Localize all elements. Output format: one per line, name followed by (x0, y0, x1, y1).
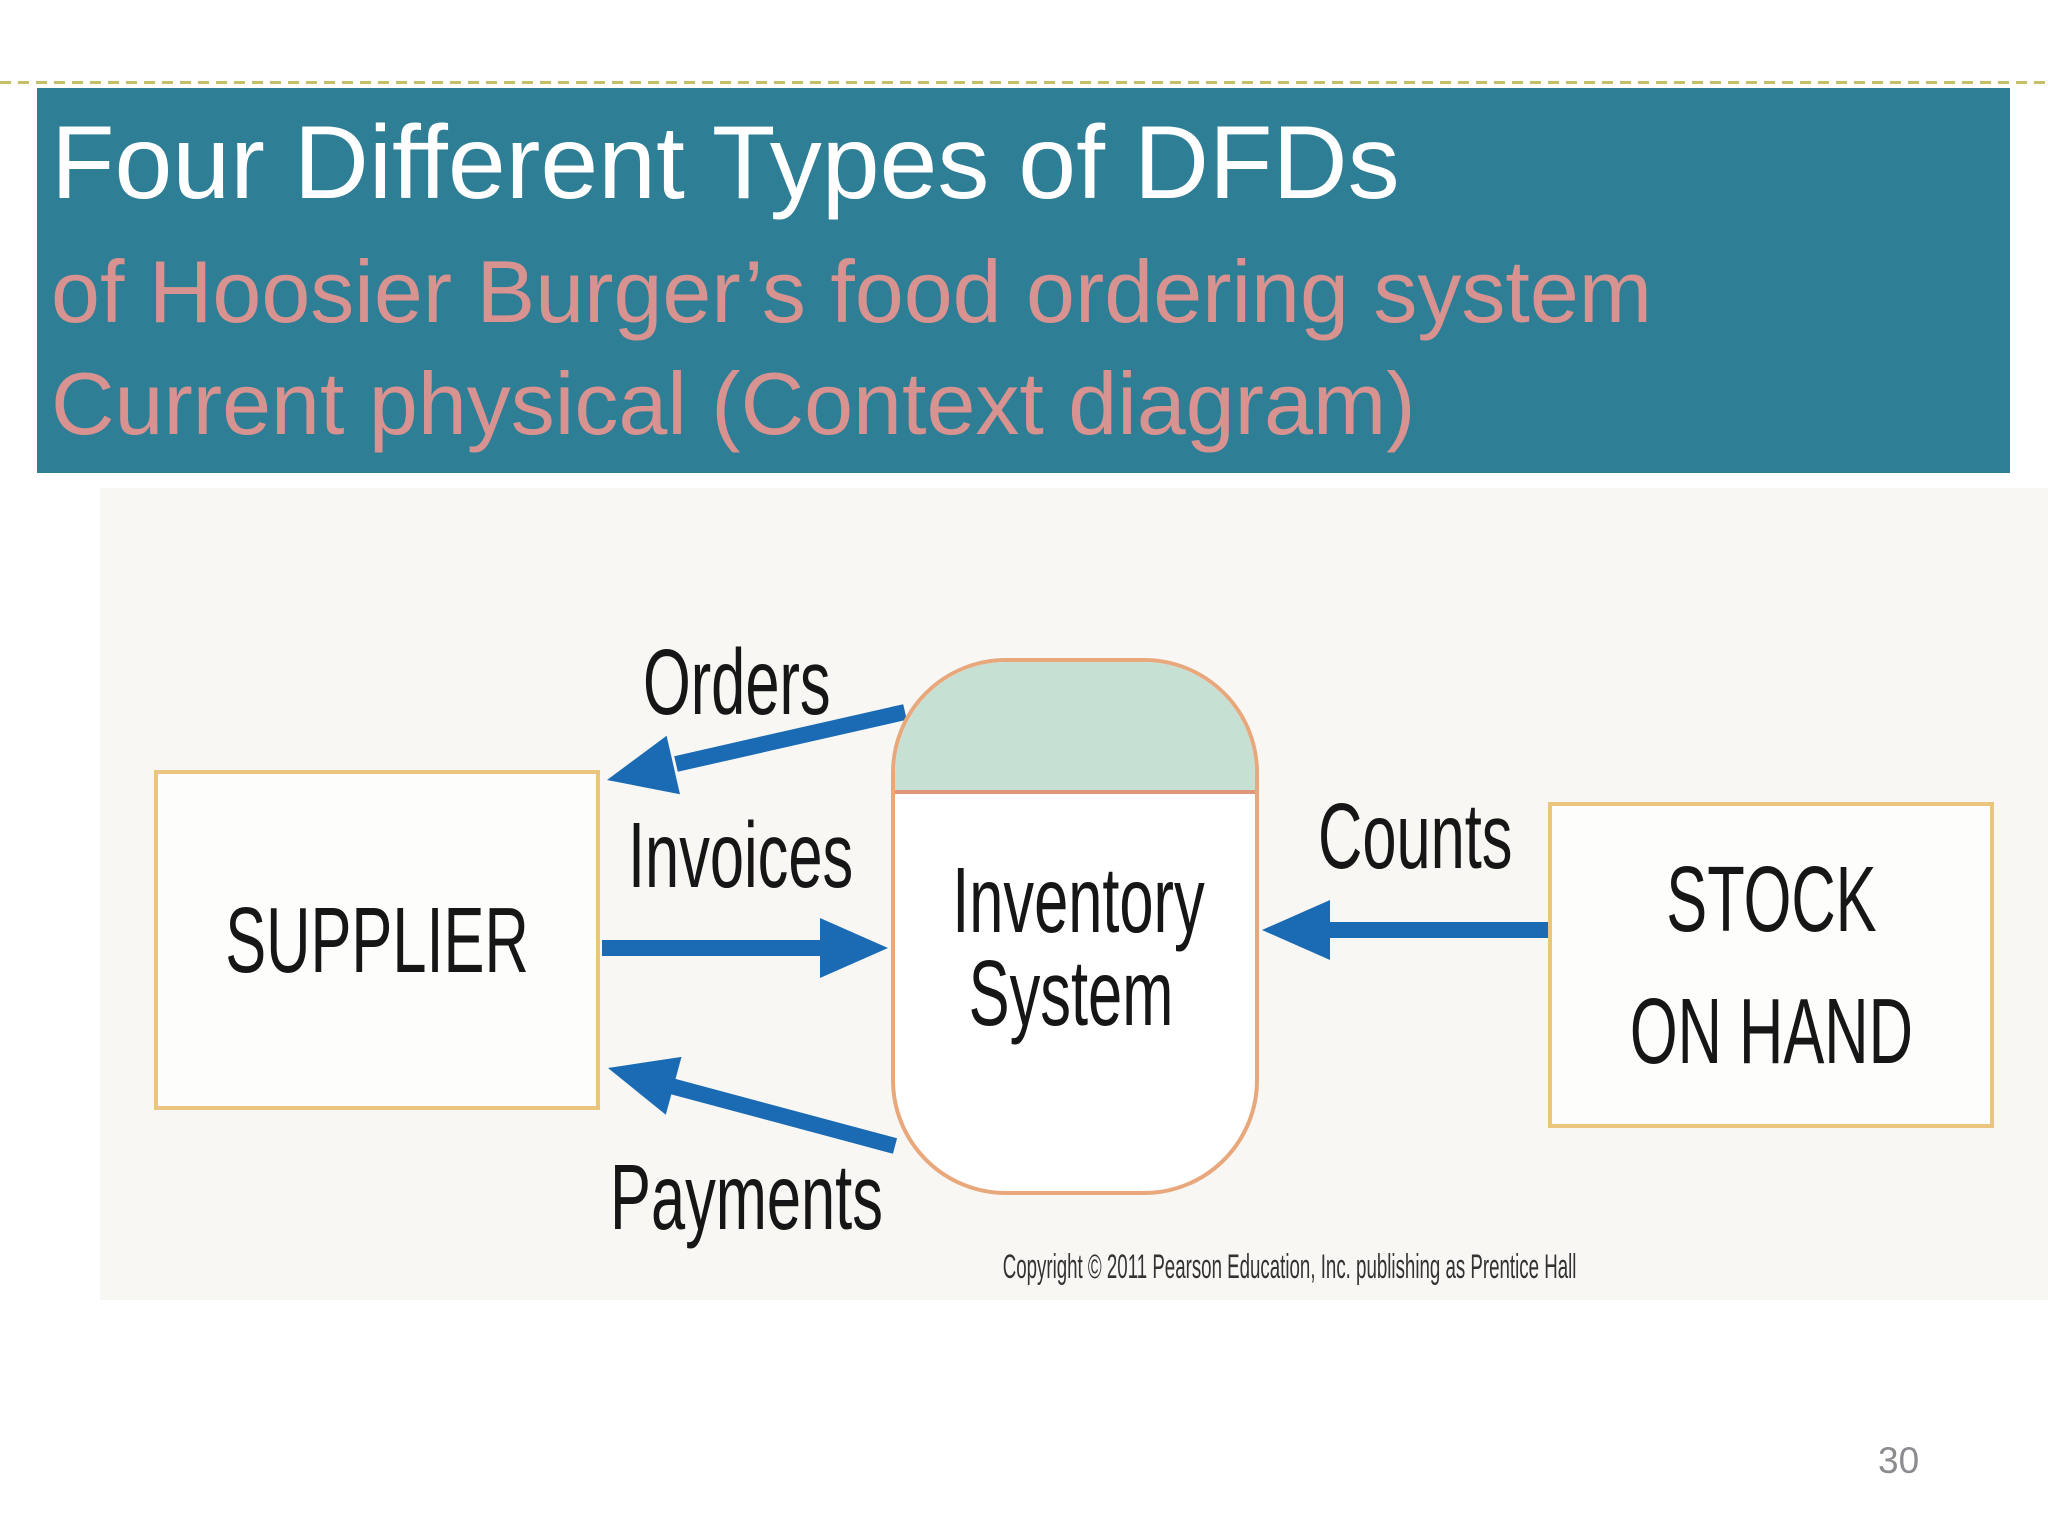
stock-on-hand-entity-label: STOCK ON HAND (1629, 833, 1912, 1097)
invoices-flow-label: Invoices (628, 803, 854, 907)
inventory-system-process-label: Inventory System (891, 854, 1251, 1040)
orders-flow-label: Orders (643, 630, 831, 734)
copyright-notice: Copyright © 2011 Pearson Education, Inc.… (768, 1247, 1577, 1288)
process-label-line2: System (968, 941, 1174, 1045)
stock-on-hand-entity-box: STOCK ON HAND (1548, 802, 1994, 1128)
supplier-entity-box: SUPPLIER (154, 770, 600, 1110)
slide-subtitle-line1: of Hoosier Burger’s food ordering system (51, 242, 1653, 341)
top-dashed-divider (0, 81, 2048, 84)
process-label-line1: Inventory (952, 848, 1205, 952)
supplier-entity-label: SUPPLIER (225, 887, 529, 992)
process-top-section (895, 662, 1255, 794)
title-banner: Four Different Types of DFDs of Hoosier … (37, 88, 2010, 473)
page-number: 30 (1878, 1440, 1920, 1481)
counts-flow-label: Counts (1318, 784, 1513, 888)
stock-label-line2: ON HAND (1629, 979, 1913, 1083)
slide-subtitle: of Hoosier Burger’s food ordering system… (51, 236, 1652, 460)
stock-label-line1: STOCK (1665, 847, 1877, 951)
slide-subtitle-line2: Current physical (Context diagram) (51, 354, 1416, 453)
payments-flow-label: Payments (610, 1145, 883, 1249)
copyright-text: Copyright © 2011 Pearson Education, Inc.… (1002, 1248, 1577, 1286)
inventory-system-process-shape (891, 658, 1259, 1195)
slide-title: Four Different Types of DFDs (51, 105, 1400, 221)
